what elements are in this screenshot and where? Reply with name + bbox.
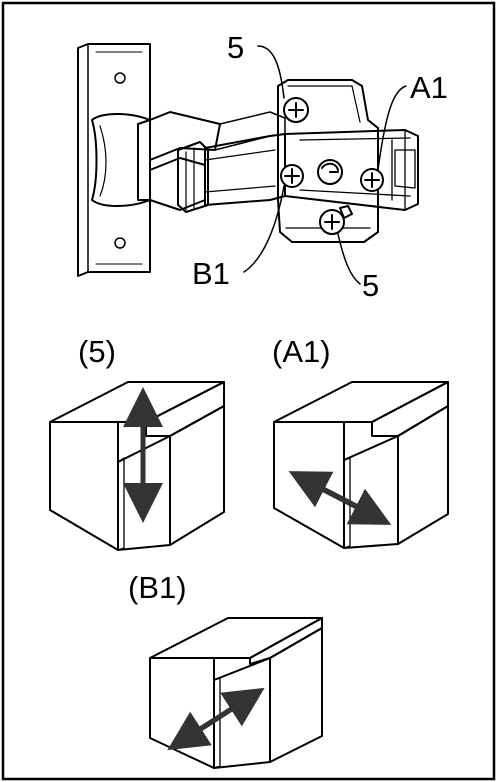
hinge-illustration [77, 43, 419, 285]
leader-5-bottom [337, 233, 361, 285]
label-a1: A1 [410, 70, 448, 105]
mounting-plate [77, 43, 151, 277]
screw-5-top [283, 97, 309, 123]
label-b1: B1 [192, 256, 230, 291]
panel-5-title: (5) [78, 334, 116, 369]
label-screw-5-top: 5 [227, 30, 244, 65]
leader-a1 [377, 85, 407, 171]
screw-b1 [280, 164, 304, 188]
screw-a1 [360, 168, 384, 192]
cam-adjuster [317, 159, 343, 185]
panel-5-cabinet [49, 381, 225, 551]
label-screw-5-bottom: 5 [362, 268, 379, 303]
screw-5-bottom [319, 205, 353, 235]
panel-a1-cabinet [273, 381, 449, 549]
panel-a1-title: (A1) [272, 334, 331, 369]
leader-b1 [243, 185, 285, 273]
leader-5-top [257, 45, 285, 99]
plate-hole-bottom [114, 237, 126, 249]
plate-hole-top [114, 72, 126, 84]
panel-b1-cabinet [149, 617, 323, 769]
panel-b1-title: (B1) [128, 570, 187, 605]
